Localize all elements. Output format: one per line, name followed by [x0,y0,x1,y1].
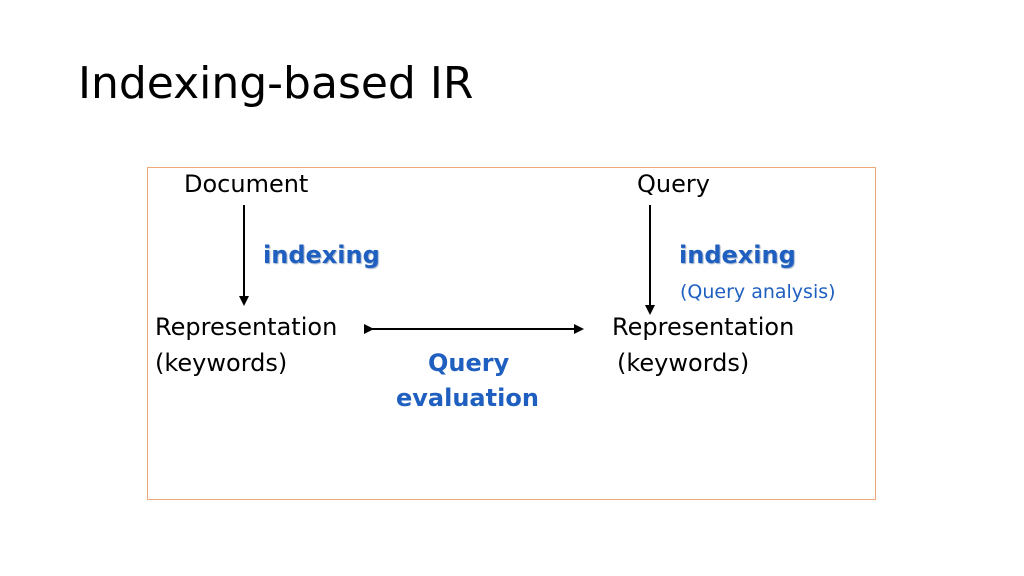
slide-title: Indexing-based IR [78,58,474,109]
query-label: Query [637,170,710,198]
keywords-right-label: (keywords) [617,349,750,377]
indexing-left-label: indexing [263,241,380,269]
query-analysis-label: (Query analysis) [680,281,836,303]
representation-right-label: Representation [612,313,795,341]
query-evaluation-line2: evaluation [396,384,539,412]
query-evaluation-line1: Query [428,349,510,377]
document-label: Document [184,170,309,198]
keywords-left-label: (keywords) [155,349,288,377]
representation-left-label: Representation [155,313,338,341]
indexing-right-label: indexing [679,241,796,269]
diagram-frame [147,167,876,500]
